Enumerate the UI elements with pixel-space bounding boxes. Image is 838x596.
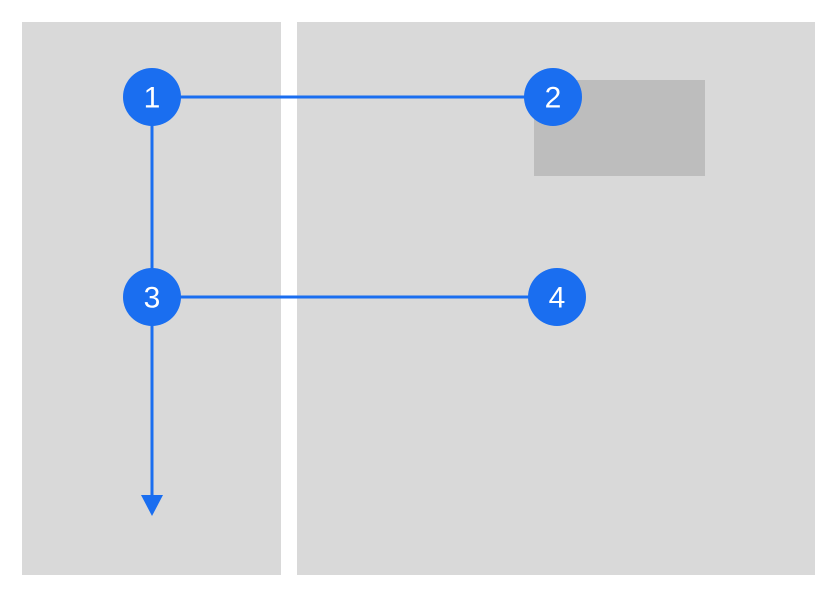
arrow-down-icon bbox=[141, 495, 163, 516]
node-2-label: 2 bbox=[545, 82, 562, 115]
node-3-label: 3 bbox=[144, 282, 161, 315]
node-3[interactable]: 3 bbox=[123, 268, 181, 326]
node-1[interactable]: 1 bbox=[123, 68, 181, 126]
node-1-circle[interactable] bbox=[123, 68, 181, 126]
node-3-circle[interactable] bbox=[123, 268, 181, 326]
node-2-circle[interactable] bbox=[524, 68, 582, 126]
node-2[interactable]: 2 bbox=[524, 68, 582, 126]
node-4[interactable]: 4 bbox=[528, 268, 586, 326]
node-4-circle[interactable] bbox=[528, 268, 586, 326]
node-4-label: 4 bbox=[549, 282, 566, 315]
node-1-label: 1 bbox=[144, 82, 161, 115]
